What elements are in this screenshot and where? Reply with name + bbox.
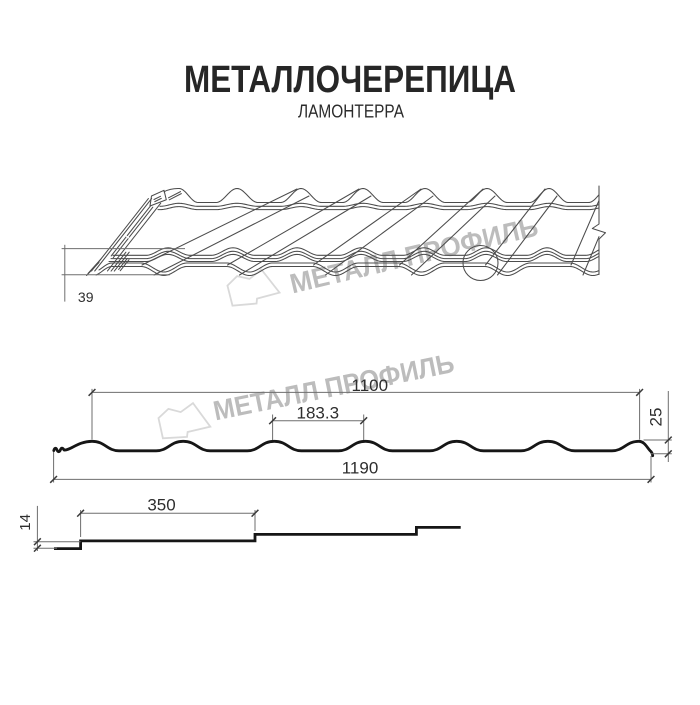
svg-text:1190: 1190 [342,458,379,477]
svg-text:14: 14 [17,514,34,531]
svg-text:МЕТАЛЛОЧЕРЕПИЦА: МЕТАЛЛОЧЕРЕПИЦА [184,59,516,101]
svg-text:39: 39 [78,289,94,305]
svg-text:25: 25 [646,408,665,427]
svg-text:ЛАМОНТЕРРА: ЛАМОНТЕРРА [298,102,404,122]
svg-text:350: 350 [147,496,175,515]
svg-text:183.3: 183.3 [297,404,340,423]
svg-text:1100: 1100 [352,376,389,395]
